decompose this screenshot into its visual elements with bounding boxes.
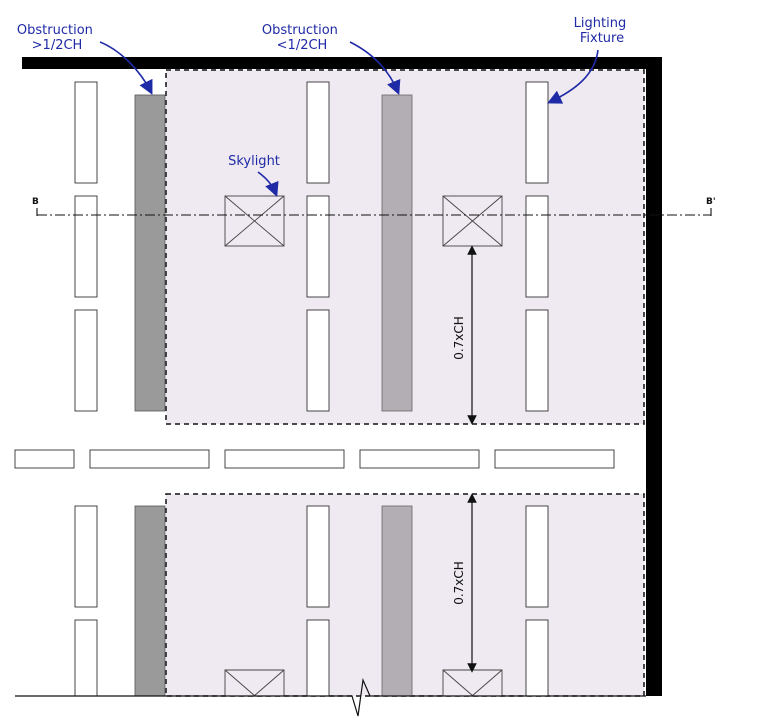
lighting-fixture-line2: Fixture bbox=[580, 31, 624, 46]
lighting-fixture bbox=[306, 81, 330, 184]
lighting-fixture bbox=[525, 81, 549, 184]
obstruction-large-upper bbox=[134, 94, 166, 412]
obstruction-small-line1: Obstruction bbox=[262, 23, 338, 38]
skylight-upper-right bbox=[442, 195, 503, 247]
obstruction-small-arrow bbox=[349, 41, 401, 95]
section-end-label: B' bbox=[706, 197, 716, 207]
skylight-upper-left bbox=[224, 195, 285, 247]
lighting-fixture bbox=[74, 505, 98, 608]
section-line bbox=[36, 208, 712, 216]
lighting-fixture bbox=[525, 195, 549, 298]
break-line bbox=[15, 677, 646, 717]
skylight-label: Skylight bbox=[228, 154, 280, 169]
lighting-fixture bbox=[525, 619, 549, 697]
obstruction-small-upper bbox=[381, 94, 413, 412]
obstruction-large-line1: Obstruction bbox=[17, 23, 93, 38]
lighting-fixture-line1: Lighting bbox=[574, 16, 627, 31]
lighting-fixture bbox=[494, 449, 615, 469]
obstruction-large-label: Obstruction >1/2CH bbox=[17, 23, 97, 53]
dimension-label-lower: 0.7xCH bbox=[452, 561, 466, 605]
wall-top bbox=[22, 57, 662, 69]
lighting-fixture-label: Lighting Fixture bbox=[574, 16, 631, 46]
dimension-label-upper: 0.7xCH bbox=[452, 316, 466, 360]
lighting-fixture bbox=[306, 195, 330, 298]
obstruction-large-line2: >1/2CH bbox=[32, 38, 83, 53]
lighting-fixture bbox=[74, 309, 98, 412]
skylight-arrow bbox=[257, 171, 279, 197]
wall-right bbox=[646, 57, 662, 696]
annotation-arrows bbox=[99, 41, 599, 197]
lighting-fixture bbox=[359, 449, 480, 469]
lighting-fixture bbox=[306, 505, 330, 608]
lighting-fixture bbox=[224, 449, 345, 469]
lighting-fixture bbox=[74, 195, 98, 298]
lighting-fixture bbox=[306, 619, 330, 697]
skylight-lower-right bbox=[442, 669, 503, 697]
lighting-fixtures-lower bbox=[74, 505, 549, 697]
lighting-fixture bbox=[525, 309, 549, 412]
skylights bbox=[224, 195, 503, 697]
obstruction-large-lower bbox=[134, 505, 166, 697]
skylight-lower-left bbox=[224, 669, 285, 697]
lighting-fixture bbox=[14, 449, 75, 469]
lighting-fixture bbox=[74, 81, 98, 184]
obstruction-small-line2: <1/2CH bbox=[277, 38, 328, 53]
obstruction-small-lower bbox=[381, 505, 413, 697]
lighting-fixture bbox=[525, 505, 549, 608]
lighting-fixture bbox=[306, 309, 330, 412]
section-start-label: B bbox=[32, 197, 39, 207]
lighting-fixture-arrow bbox=[547, 49, 599, 104]
lighting-fixtures-upper bbox=[74, 81, 549, 412]
lighting-fixture bbox=[89, 449, 210, 469]
lighting-fixture bbox=[74, 619, 98, 697]
obstruction-small-label: Obstruction <1/2CH bbox=[262, 23, 342, 53]
lighting-fixtures-row bbox=[14, 449, 615, 469]
obstruction-large-arrow bbox=[99, 41, 153, 95]
